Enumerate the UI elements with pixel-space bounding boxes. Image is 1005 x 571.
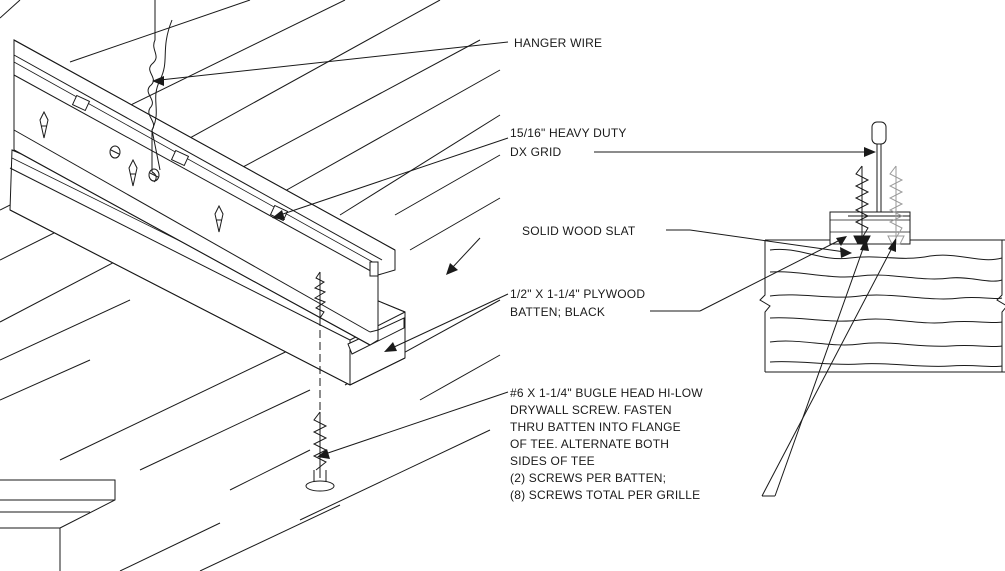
screw-note-line: (8) SCREWS TOTAL PER GRILLE [510, 488, 700, 502]
screw-note-line: (2) SCREWS PER BATTEN; [510, 471, 666, 485]
batten-label-line1: 1/2" X 1-1/4" PLYWOOD [510, 287, 645, 301]
batten-screw-lower [305, 411, 335, 492]
direction-arrow [446, 237, 481, 275]
screw-note-line: DRYWALL SCREW. FASTEN [510, 403, 672, 417]
section-screw-alternate [887, 165, 905, 245]
wood-slat-lines [0, 0, 501, 571]
screw-note-line: THRU BATTEN INTO FLANGE [510, 420, 681, 434]
grid-tee-holes [109, 145, 160, 182]
wood-slat-section [759, 239, 1005, 373]
solid-wood-slat-label: SOLID WOOD SLAT [522, 224, 636, 238]
screw-note-line: #6 X 1-1/4" BUGLE HEAD HI-LOW [510, 386, 703, 400]
batten-section [829, 211, 911, 245]
section-view [759, 121, 1005, 373]
dx-grid-tee [13, 39, 396, 346]
grid-label-line2: DX GRID [510, 145, 562, 159]
batten-label-line2: BATTEN; BLACK [510, 305, 605, 319]
callout-labels: HANGER WIRE 15/16" HEAVY DUTY DX GRID SO… [510, 36, 703, 502]
screw-note-line: SIDES OF TEE [510, 454, 595, 468]
isometric-view [0, 0, 501, 571]
grid-tee-diamonds [39, 110, 224, 233]
grid-label-line1: 15/16" HEAVY DUTY [510, 126, 627, 140]
hanger-wire-label: HANGER WIRE [514, 36, 602, 50]
wood-slat-block [0, 479, 116, 571]
screw-note-line: OF TEE. ALTERNATE BOTH [510, 437, 669, 451]
grid-tee-section [848, 121, 910, 217]
leader-lines [152, 41, 896, 497]
